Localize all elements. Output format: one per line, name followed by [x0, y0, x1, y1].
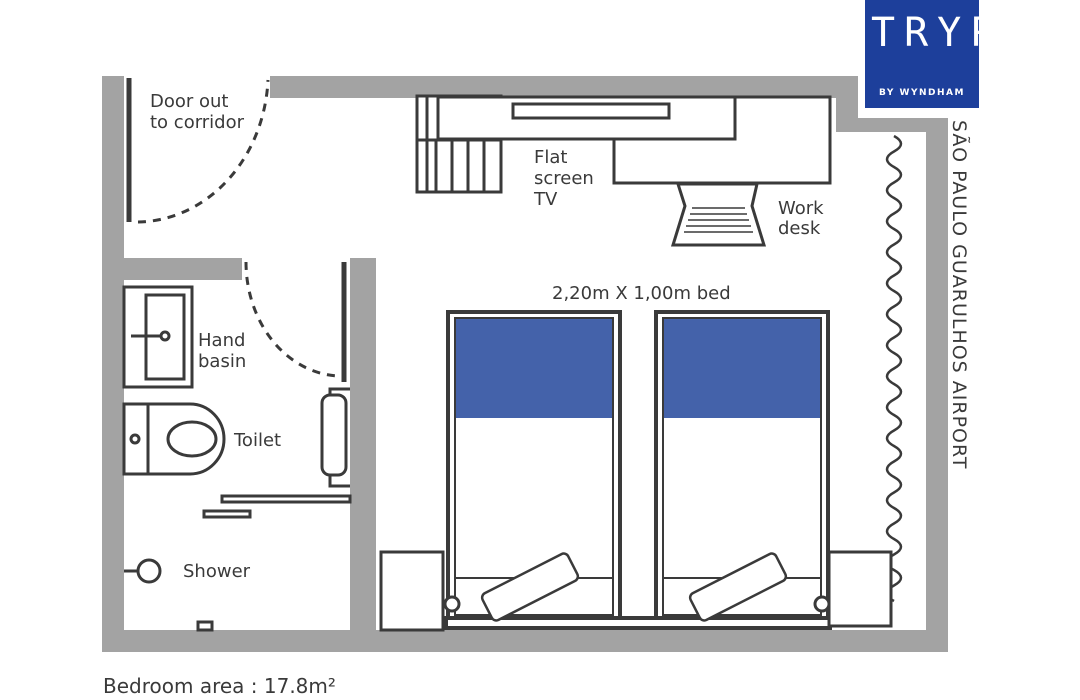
bed-right-pillow-section	[663, 318, 821, 418]
nightstand-right	[827, 550, 893, 628]
hotel-location-label: SÃO PAULO GUARULHOS AIRPORT	[948, 120, 970, 470]
shower-label: Shower	[183, 561, 251, 582]
wall-bottom	[102, 630, 948, 652]
door-label-line2: to corridor	[150, 112, 245, 133]
window-curtain	[885, 134, 903, 603]
wall-left-stub	[102, 76, 122, 86]
beds	[444, 310, 832, 630]
shower-drain	[196, 620, 214, 632]
wall-left	[102, 76, 124, 652]
towel-rack-bracket	[328, 387, 350, 488]
bed-footboard	[444, 616, 832, 630]
tv-label-line2: screen	[534, 168, 594, 189]
lamp-left	[443, 595, 461, 613]
bedroom-area-label: Bedroom area : 17.8m²	[103, 674, 336, 698]
wall-top	[270, 76, 850, 98]
doors	[126, 78, 347, 382]
basin-label-line1: Hand	[198, 330, 246, 351]
wall-step-horizontal	[836, 118, 948, 132]
logo-subtitle: BY WYNDHAM	[879, 88, 965, 98]
toilet-button	[129, 433, 141, 445]
walls	[102, 76, 948, 652]
logo-wordmark: TRYP	[871, 10, 1004, 56]
tryp-logo: TRYP BY WYNDHAM	[865, 0, 1004, 108]
wall-bathroom-top	[102, 258, 242, 280]
tv-desk-unit	[415, 94, 832, 247]
door-label-line1: Door out	[150, 91, 229, 112]
toilet-seat	[166, 420, 218, 458]
bed-left-pillow-section	[455, 318, 613, 418]
flat-screen-tv	[511, 102, 671, 120]
bathroom-rail	[220, 494, 352, 504]
lamp-right	[813, 595, 831, 613]
desk-label-line2: desk	[778, 218, 821, 239]
wall-bathroom-right	[350, 258, 376, 652]
entry-door-swing	[137, 79, 270, 224]
nightstands	[379, 550, 893, 632]
basin-label-line2: basin	[198, 351, 247, 372]
shower-head	[136, 558, 162, 584]
bed-left-cushion	[480, 552, 580, 622]
bathroom-door-swing	[244, 261, 341, 378]
hand-basin-drain	[159, 330, 171, 342]
bed-size-label: 2,20m X 1,00m bed	[552, 283, 731, 304]
tv-label-line3: TV	[534, 189, 558, 210]
towel-rack	[320, 393, 348, 477]
toilet-label: Toilet	[234, 430, 282, 451]
bathroom-fixtures	[122, 285, 352, 632]
tv-label-line1: Flat	[534, 147, 568, 168]
bathroom-rail-end	[202, 509, 252, 519]
nightstand-left	[379, 550, 445, 632]
bed-right-mattress	[662, 317, 822, 616]
wall-right	[926, 118, 948, 650]
bed-left-mattress	[454, 317, 614, 616]
bed-right-cushion	[688, 552, 788, 622]
desk-label-line1: Work	[778, 198, 824, 219]
